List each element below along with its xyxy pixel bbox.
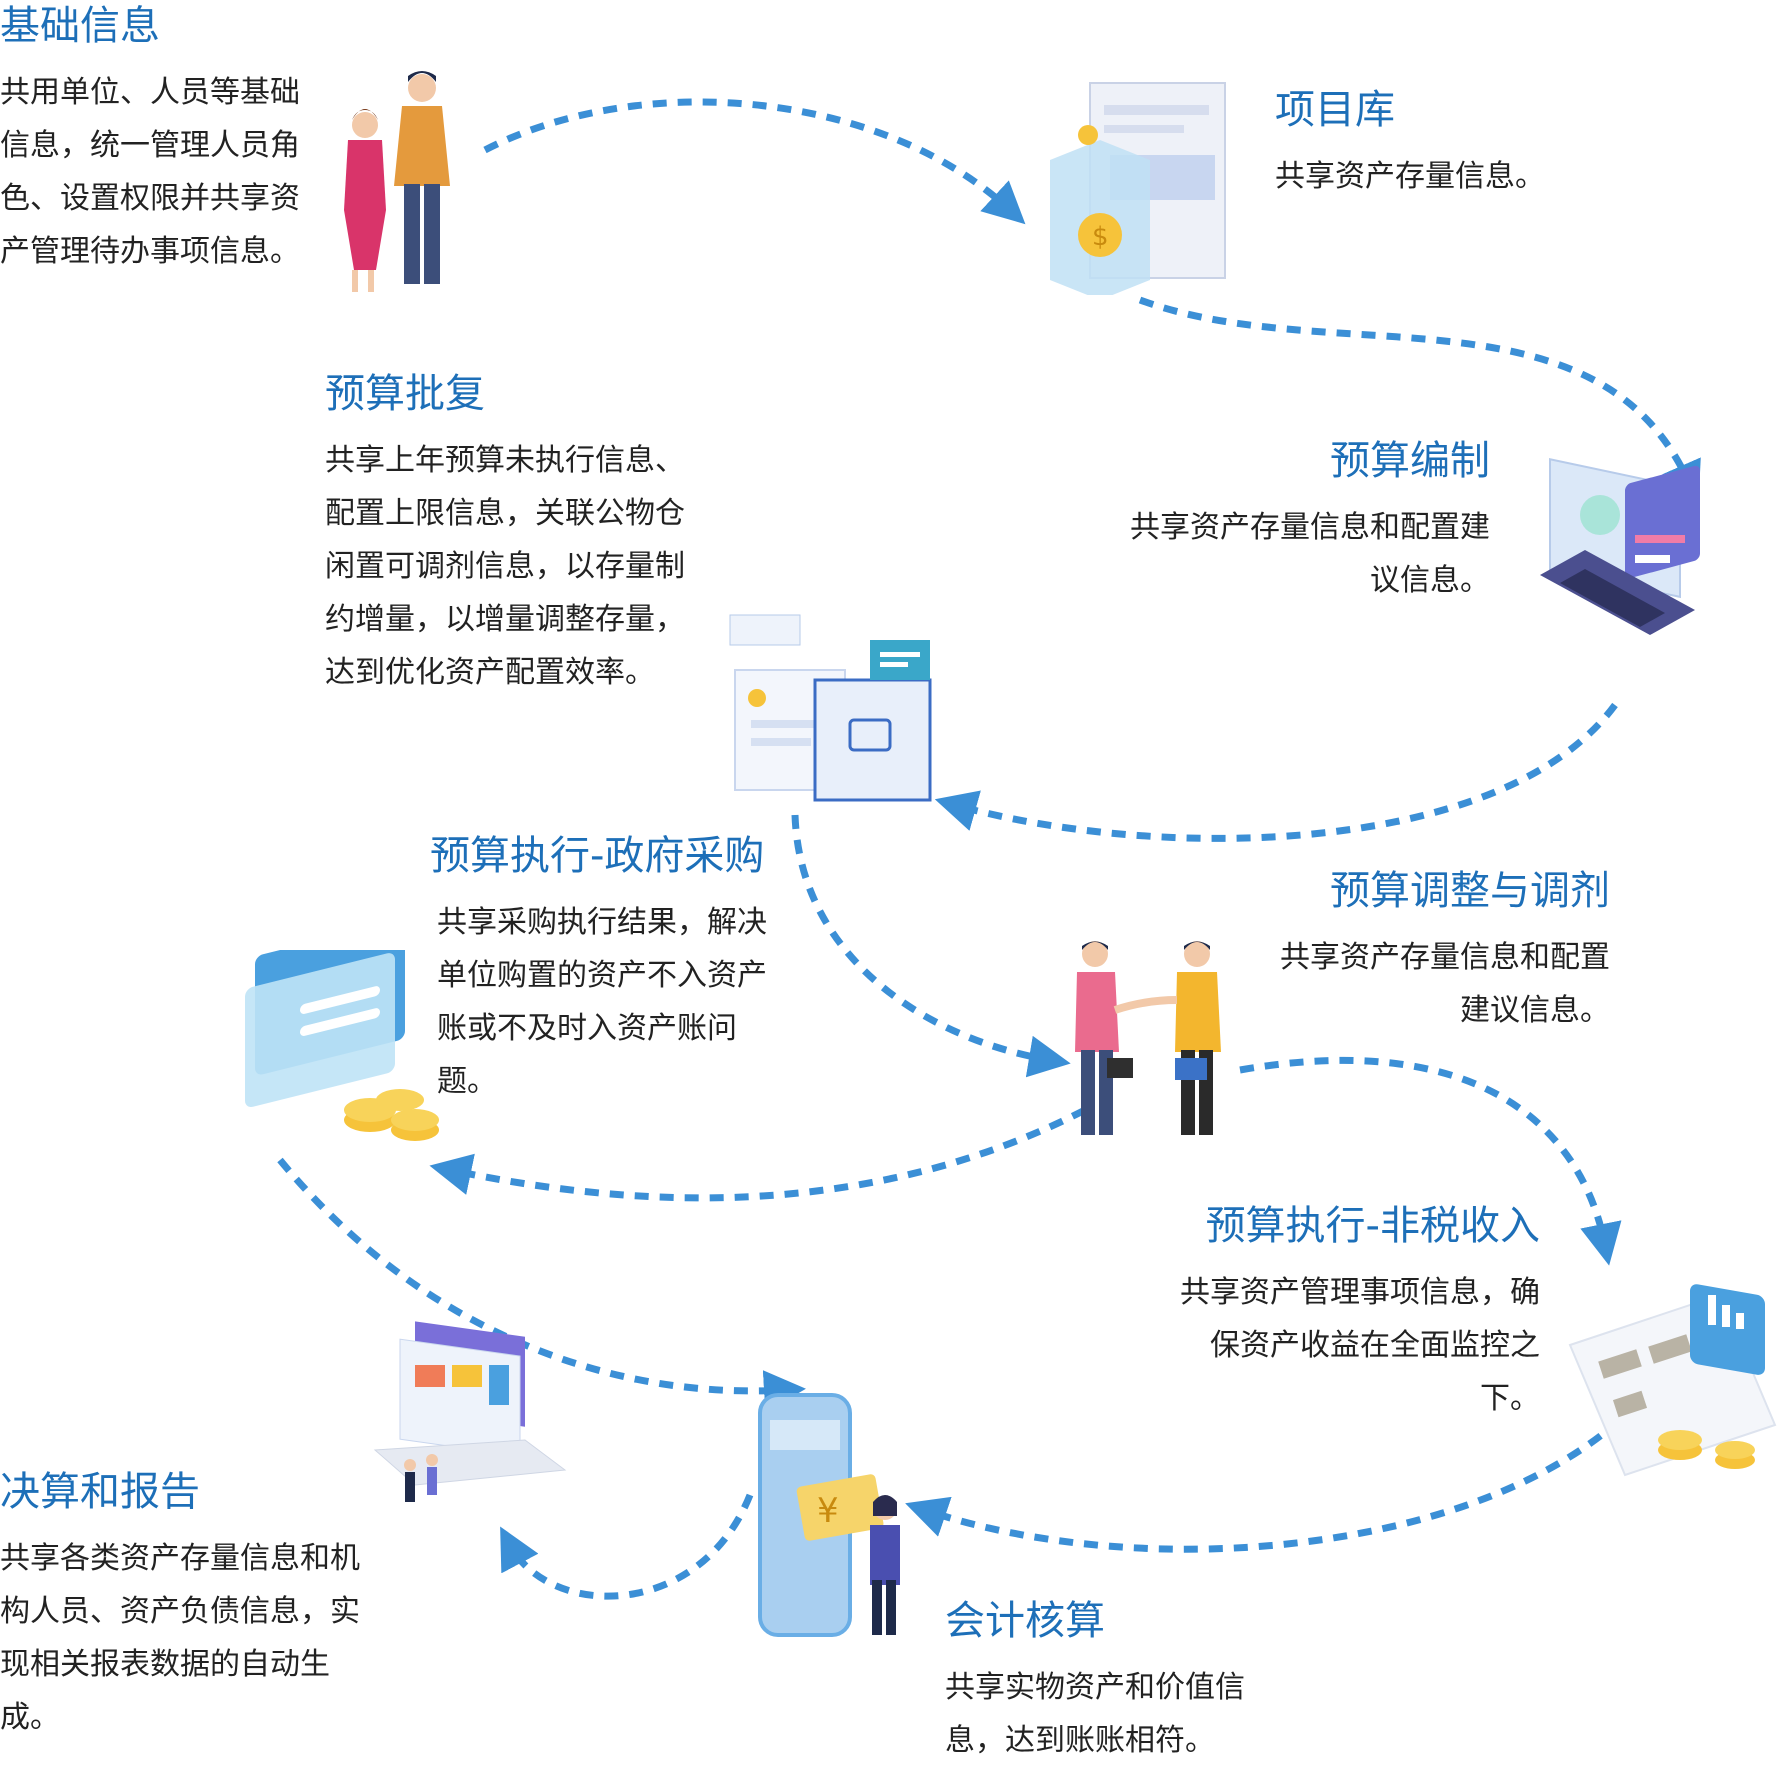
node-desc: 共享资产管理事项信息，确保资产收益在全面监控之下。 <box>1180 1275 1540 1416</box>
arrow-pifu-to-tiaozheng <box>791 814 1071 1078</box>
phone-payment-icon: ¥ <box>758 1393 900 1637</box>
node-juesuan: 决算和报告 共享各类资产存量信息和机构人员、资产负债信息，实现相关报表数据的自动… <box>0 1466 375 1744</box>
node-kuaiji: 会计核算 共享实物资产和价值信息，达到账账相符。 <box>945 1595 1285 1767</box>
node-desc: 共享资产存量信息。 <box>1275 159 1545 194</box>
arrow-kuaiji-to-juesuan <box>500 1493 754 1600</box>
arrow-tiaozheng-to-caigou <box>429 1106 1087 1202</box>
arrow-jichu-to-xiangmu <box>483 98 1026 225</box>
cards-coins-icon <box>245 950 439 1141</box>
node-desc: 共用单位、人员等基础信息，统一管理人员角色、设置权限并共享资产管理待办事项信息。 <box>0 75 300 269</box>
node-desc: 共享实物资产和价值信息，达到账账相符。 <box>945 1670 1245 1758</box>
node-title: 会计核算 <box>945 1598 1105 1644</box>
node-feishui: 预算执行-非税收入 共享资产管理事项信息，确保资产收益在全面监控之下。 <box>1160 1200 1540 1425</box>
arrow-xiangmu-to-bianzhi <box>1138 296 1701 505</box>
node-title: 预算批复 <box>325 371 485 417</box>
node-tiaozheng: 预算调整与调剂 共享资产存量信息和配置建议信息。 <box>1260 865 1610 1037</box>
node-pifu: 预算批复 共享上年预算未执行信息、配置上限信息，关联公物仓闲置可调剂信息，以存量… <box>325 368 700 699</box>
node-desc: 共享资产存量信息和配置建议信息。 <box>1280 940 1610 1028</box>
node-title: 基础信息 <box>0 3 160 49</box>
arrow-tiaozheng-to-feishui <box>1239 1056 1622 1266</box>
svg-text:$: $ <box>1092 222 1109 252</box>
node-desc: 共享上年预算未执行信息、配置上限信息，关联公物仓闲置可调剂信息，以存量制约增量，… <box>325 443 685 690</box>
node-title: 决算和报告 <box>0 1469 200 1515</box>
report-coins-icon <box>1568 1284 1777 1477</box>
node-title: 预算编制 <box>1330 438 1490 484</box>
arrow-feishui-to-kuaiji <box>905 1417 1623 1553</box>
node-jichu: 基础信息 共用单位、人员等基础信息，统一管理人员角色、设置权限并共享资产管理待办… <box>0 0 300 278</box>
node-title: 预算执行-非税收入 <box>1205 1203 1540 1249</box>
node-bianzhi: 预算编制 共享资产存量信息和配置建议信息。 <box>1115 435 1490 607</box>
laptop-presentation-icon <box>373 1321 567 1502</box>
arrow-bianzhi-to-pifu <box>934 702 1618 842</box>
laptop-chart-icon <box>1540 458 1700 635</box>
people-meeting-icon <box>344 71 450 292</box>
node-caigou: 预算执行-政府采购 共享采购执行结果，解决单位购置的资产不入资产账或不及时入资产… <box>430 830 775 1108</box>
node-xiangmu: 项目库 共享资产存量信息。 <box>1275 84 1595 203</box>
project-database-icon: $ <box>1050 82 1226 295</box>
node-desc: 共享资产存量信息和配置建议信息。 <box>1130 510 1490 598</box>
node-title: 项目库 <box>1275 87 1395 133</box>
documents-icon <box>729 614 932 802</box>
node-desc: 共享各类资产存量信息和机构人员、资产负债信息，实现相关报表数据的自动生成。 <box>0 1541 360 1735</box>
node-desc: 共享采购执行结果，解决单位购置的资产不入资产账或不及时入资产账问题。 <box>437 905 767 1099</box>
svg-text:¥: ¥ <box>817 1491 839 1531</box>
node-title: 预算调整与调剂 <box>1330 868 1610 914</box>
node-title: 预算执行-政府采购 <box>430 833 765 879</box>
handshake-icon <box>1075 941 1221 1135</box>
